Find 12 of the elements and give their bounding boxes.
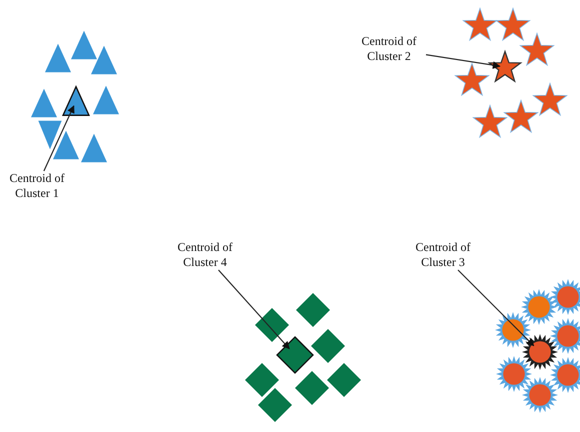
centroid-label: Centroid of Cluster 1	[0, 171, 74, 201]
centroid-label: Centroid of Cluster 3	[406, 240, 480, 270]
leader-arrow	[218, 270, 290, 350]
centroid-star	[490, 52, 520, 82]
leader-arrow	[43, 105, 74, 172]
centroid-diamond	[277, 337, 313, 373]
centroid-triangle	[63, 87, 89, 115]
leader-arrow	[458, 270, 534, 346]
leader-arrow	[426, 54, 501, 69]
centroid-label: Centroid of Cluster 2	[352, 34, 426, 64]
centroid-starburst	[522, 334, 558, 370]
centroid-label: Centroid of Cluster 4	[168, 240, 242, 270]
